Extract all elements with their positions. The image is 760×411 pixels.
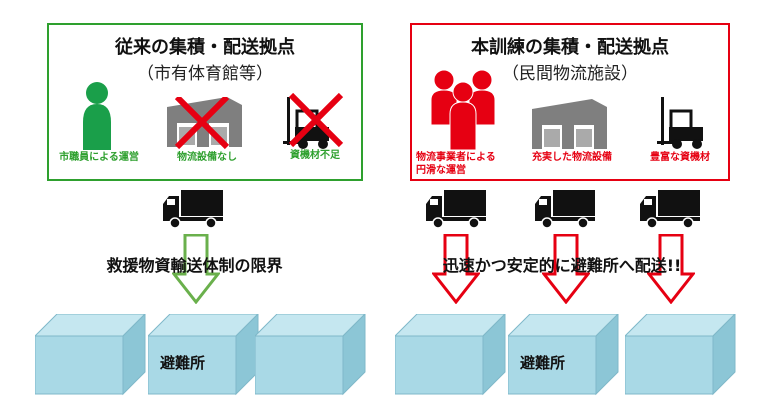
shelter-box xyxy=(35,314,146,395)
training-hub-panel: 本訓練の集積・配送拠点 （民間物流施設） 物流事業者による 円滑な運営 充実した… xyxy=(410,23,730,181)
warehouse-icon xyxy=(532,99,607,149)
people-icon xyxy=(430,70,496,150)
item-label: 物流事業者による 円滑な運営 xyxy=(416,151,516,177)
shelter-box xyxy=(255,314,366,395)
conventional-hub-panel: 従来の集積・配送拠点 （市有体育館等） 市職員による運営 物流設備なし 資機材不… xyxy=(47,23,363,181)
limitation-message: 救援物資輸送体制の限界 xyxy=(106,256,283,275)
truck-icon xyxy=(163,190,224,229)
truck-icon xyxy=(426,190,487,229)
truck-icon xyxy=(535,190,596,229)
down-arrow-icon xyxy=(542,234,590,304)
panel-title: 本訓練の集積・配送拠点 xyxy=(471,37,669,58)
truck-icon xyxy=(640,190,701,229)
panel-subtitle: （市有体育館等） xyxy=(137,64,273,84)
down-arrow-icon xyxy=(432,234,480,304)
panel-subtitle: （民間物流施設） xyxy=(502,64,638,84)
item-label: 市職員による運営 xyxy=(59,152,139,163)
item-label-line: 物流事業者による xyxy=(416,152,496,163)
delivery-message: 迅速かつ安定的に避難所へ配送!! xyxy=(442,256,682,275)
down-arrow-icon xyxy=(172,234,220,304)
forklift-icon xyxy=(657,97,705,151)
item-label-line: 円滑な運営 xyxy=(416,165,466,176)
panel-title: 従来の集積・配送拠点 xyxy=(115,37,295,58)
forklift-icon xyxy=(281,93,351,151)
warehouse-icon xyxy=(167,97,242,152)
item-label: 物流設備なし xyxy=(177,152,237,163)
item-label: 充実した物流設備 xyxy=(532,152,612,163)
shelter-label: 避難所 xyxy=(160,354,206,372)
down-arrow-icon xyxy=(647,234,695,304)
shelter-label: 避難所 xyxy=(520,354,566,372)
item-label: 豊富な資機材 xyxy=(650,152,710,163)
shelter-box xyxy=(395,314,506,395)
person-icon xyxy=(83,82,111,150)
item-label: 資機材不足 xyxy=(290,150,340,161)
shelter-box xyxy=(625,314,736,395)
